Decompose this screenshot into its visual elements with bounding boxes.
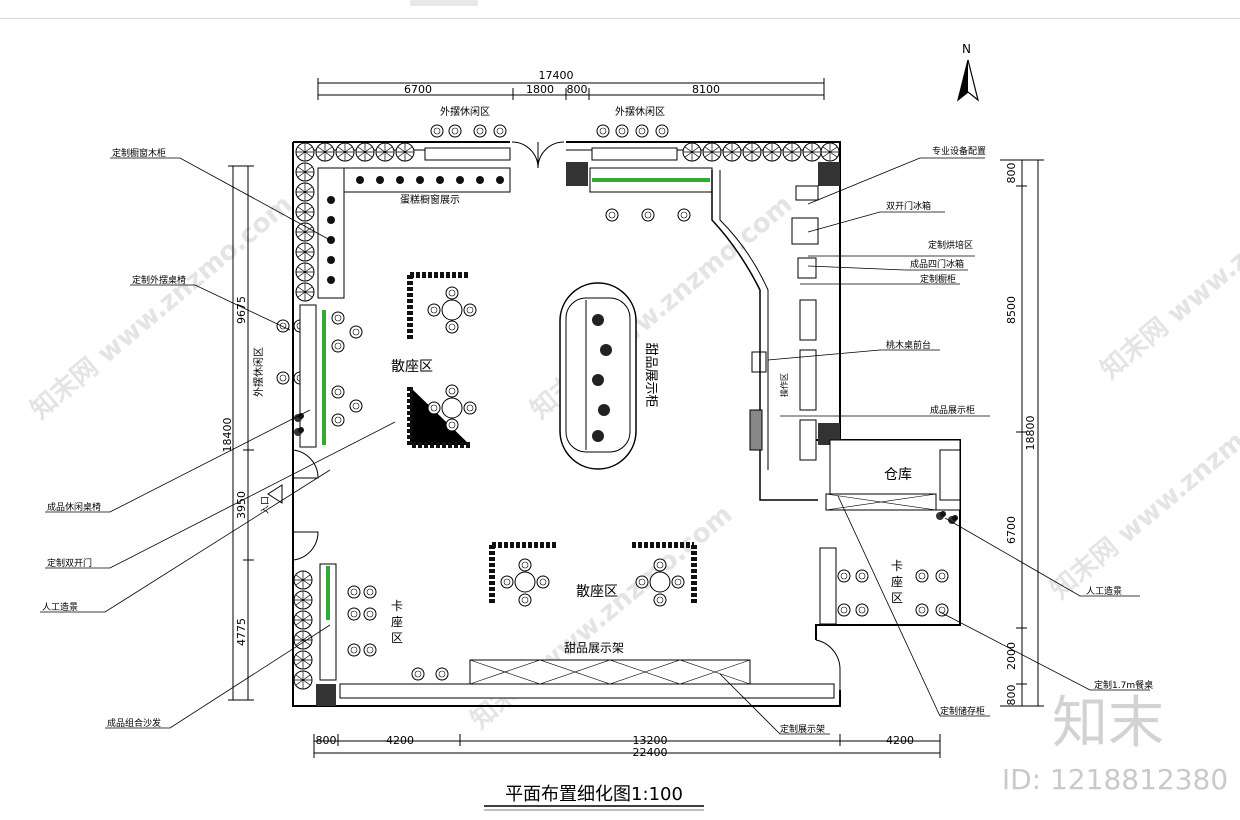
planter-row-top-right: [682, 142, 840, 162]
leader-lines-right: [719, 157, 1150, 735]
outdoor-left: [276, 304, 363, 448]
bar-seats-top: [589, 167, 713, 222]
entrance-arrow: [267, 484, 283, 504]
dim-top-d: 8100: [692, 83, 720, 96]
cake-window-cabinet: [317, 167, 511, 299]
north-arrow: N: [956, 42, 980, 102]
zone-dessert-cabinet: 甜品展示柜: [643, 342, 659, 407]
leader-lines-left: [40, 157, 396, 729]
zone-booth-left-3: 区: [391, 631, 403, 645]
zone-booth-right-2: 座: [891, 574, 903, 589]
zone-booth-right-1: 卡: [891, 559, 903, 573]
zone-seating-lower: 散座区: [576, 584, 618, 600]
dim-left-total: 18400: [221, 418, 234, 453]
dim-top-b: 1800: [526, 83, 554, 96]
zone-operation: 操作区: [779, 373, 789, 397]
callout-right-9: 定制储存柜: [940, 705, 985, 717]
callout-left-2: 成品休闲桌椅: [47, 501, 101, 513]
planter-row-top-left: [295, 142, 415, 302]
dim-top-total: 17400: [539, 69, 574, 82]
svg-text:知末网 www.znzmo.com: 知末网 www.znzmo.com: [465, 499, 738, 735]
seating-lower: [489, 542, 697, 607]
dim-left-b: 3950: [235, 491, 248, 519]
dim-top-c: 800: [567, 83, 588, 96]
zone-booth-left-2: 座: [391, 614, 403, 629]
column-top-right: [818, 162, 840, 186]
right-door: [815, 639, 841, 690]
zone-cake-window: 蛋糕橱窗展示: [400, 193, 460, 206]
column-top-left: [566, 162, 588, 186]
zone-outdoor-top-left: 外摆休闲区: [440, 105, 490, 118]
dimension-top: [317, 78, 825, 100]
svg-text:知末网 www.znzmo.com: 知末网 www.znzmo.com: [1095, 149, 1240, 385]
zone-booth-left-1: 卡: [391, 599, 403, 613]
dim-right-d: 2000: [1005, 642, 1018, 670]
callout-right-0: 专业设备配置: [932, 145, 986, 157]
dim-left-a: 9675: [235, 296, 248, 324]
dim-bottom-total: 22400: [633, 746, 668, 759]
dim-right-b: 8500: [1005, 296, 1018, 324]
outdoor-tables-top: [424, 124, 678, 161]
dim-right-total: 18800: [1024, 416, 1037, 451]
callout-right-2: 定制烘培区: [928, 239, 973, 251]
zone-entrance: 入口: [260, 496, 271, 514]
booth-left: [293, 563, 449, 690]
zone-dessert-rack: 甜品展示架: [564, 641, 624, 655]
dim-right-a: 800: [1005, 163, 1018, 184]
callout-left-4: 人工造景: [42, 601, 78, 613]
dessert-cabinet: [559, 282, 637, 470]
dim-left-c: 4775: [235, 618, 248, 646]
column-bottom: [316, 684, 336, 706]
svg-text:知末网 www.znzmo.com: 知末网 www.znzmo.com: [1045, 369, 1240, 605]
callout-right-8: 定制1.7m餐桌: [1094, 679, 1153, 691]
warehouse: [825, 439, 961, 511]
dim-bottom-a: 800: [316, 734, 337, 747]
callout-right-7: 人工造景: [1086, 585, 1122, 597]
dessert-rack: [339, 659, 835, 699]
dim-bottom-d: 4200: [886, 734, 914, 747]
svg-text:N: N: [962, 42, 971, 56]
callout-right-1: 双开门冰箱: [886, 200, 931, 212]
callout-right-6: 成品展示柜: [930, 404, 975, 416]
id-watermark: ID: 1218812380: [1002, 763, 1228, 796]
zone-booth-right-3: 区: [891, 591, 903, 605]
zone-outdoor-left: 外摆休闲区: [252, 347, 265, 397]
dim-top-a: 6700: [404, 83, 432, 96]
callout-right-3: 成品四门冰箱: [910, 258, 964, 270]
kitchen-area: [711, 170, 819, 501]
callout-right-4: 定制橱柜: [920, 273, 956, 285]
callout-left-1: 定制外摆桌椅: [132, 274, 186, 286]
zone-seating-upper: 散座区: [391, 359, 433, 375]
callout-right-5: 桃木桌前台: [886, 339, 931, 351]
dim-right-c: 6700: [1005, 516, 1018, 544]
left-double-door: [292, 449, 319, 561]
callout-right-10: 定制展示架: [780, 723, 825, 735]
dimension-bottom: [313, 734, 941, 758]
callout-left-0: 定制橱窗木柜: [112, 147, 166, 159]
main-door: [511, 141, 565, 169]
zone-warehouse: 仓库: [884, 467, 912, 483]
callout-left-3: 定制双开门: [47, 557, 92, 569]
toolbar-tab[interactable]: [410, 0, 478, 6]
plan-title: 平面布置细化图1:100: [505, 784, 683, 805]
dim-right-e: 800: [1005, 685, 1018, 706]
zone-outdoor-top-right: 外摆休闲区: [615, 105, 665, 118]
seating-upper: [407, 272, 477, 448]
booth-right: [819, 511, 958, 625]
dimension-right: [1000, 159, 1044, 707]
callout-left-5: 成品组合沙发: [107, 717, 161, 729]
viewer-toolbar: [0, 0, 1240, 19]
dimension-left: [228, 165, 254, 701]
dim-bottom-b: 4200: [386, 734, 414, 747]
dim-bottom-c: 13200: [633, 734, 668, 747]
brand-watermark: 知末: [1052, 691, 1164, 756]
